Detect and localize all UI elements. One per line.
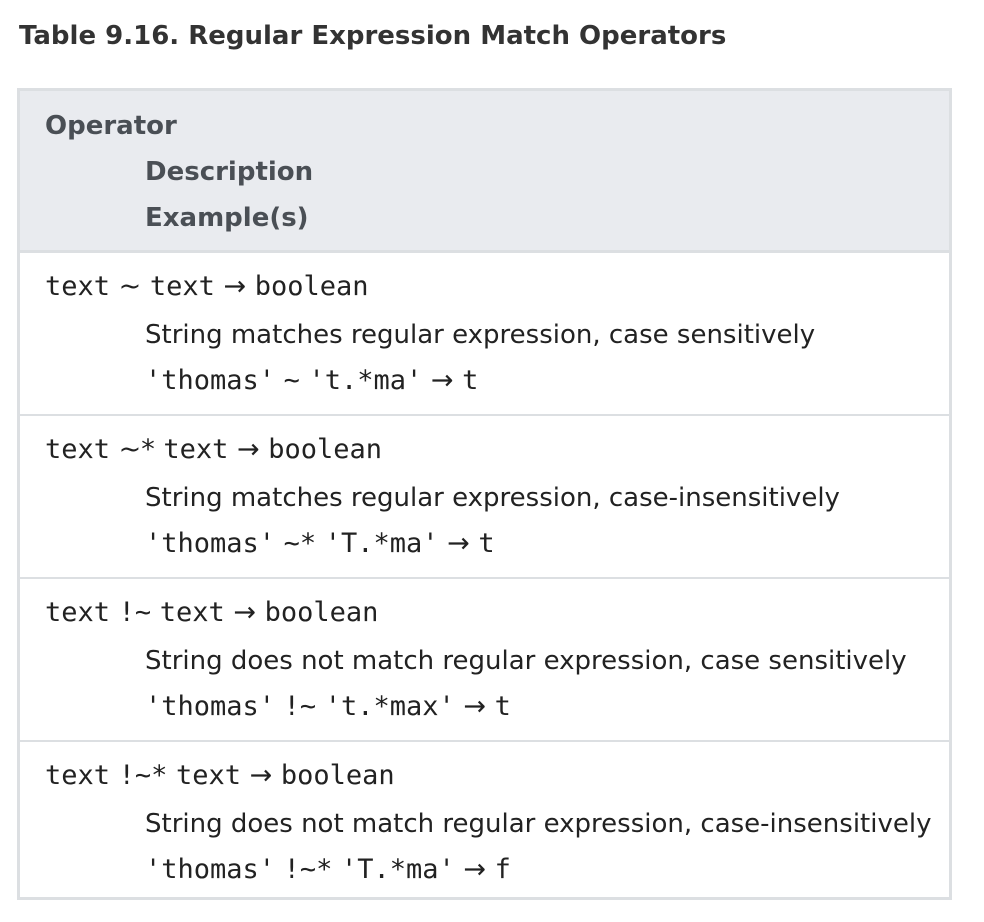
operator-description: String matches regular expression, case … — [145, 320, 816, 350]
sig-left-type: text — [45, 760, 111, 791]
sig-left-type: text — [45, 271, 111, 302]
sig-operator: !~* — [118, 760, 168, 791]
example-operator: ~ — [283, 365, 300, 396]
operator-signature: text !~* text → boolean — [45, 756, 395, 796]
sig-left-type: text — [45, 597, 111, 628]
operator-signature: text ~ text → boolean — [45, 267, 368, 307]
operators-table: Operator Description Example(s) text ~ t… — [17, 88, 952, 900]
table-header: Operator Description Example(s) — [20, 91, 949, 253]
example-result: t — [462, 365, 479, 396]
example-left: 'thomas' — [145, 528, 276, 559]
sig-result-type: boolean — [268, 434, 382, 465]
example-left: 'thomas' — [145, 365, 276, 396]
table-row: text !~* text → boolean String does not … — [20, 742, 949, 897]
example-left: 'thomas' — [145, 854, 276, 885]
example-arrow: → — [463, 691, 487, 722]
operator-example: 'thomas' ~* 'T.*ma' → t — [145, 524, 495, 564]
example-result: t — [494, 691, 511, 722]
sig-right-type: text — [163, 434, 229, 465]
header-description: Description — [145, 157, 314, 187]
sig-arrow: → — [249, 760, 273, 791]
example-result: t — [478, 528, 495, 559]
example-right: 'T.*ma' — [341, 854, 455, 885]
sig-arrow: → — [236, 434, 260, 465]
sig-operator: ~ — [118, 271, 142, 302]
example-operator: !~ — [283, 691, 317, 722]
operator-example: 'thomas' !~* 'T.*ma' → f — [145, 850, 511, 890]
example-arrow: → — [463, 854, 487, 885]
header-examples: Example(s) — [145, 203, 309, 233]
table-row: text !~ text → boolean String does not m… — [20, 579, 949, 742]
sig-right-type: text — [176, 760, 242, 791]
sig-result-type: boolean — [280, 760, 395, 791]
sig-right-type: text — [159, 597, 225, 628]
sig-operator: !~ — [118, 597, 152, 628]
operator-description: String matches regular expression, case-… — [145, 483, 840, 513]
example-arrow: → — [447, 528, 470, 559]
example-arrow: → — [430, 365, 454, 396]
example-right: 't.*max' — [324, 691, 455, 722]
operator-signature: text !~ text → boolean — [45, 593, 378, 633]
sig-operator: ~* — [118, 434, 155, 465]
operator-description: String does not match regular expression… — [145, 646, 907, 676]
example-result: f — [494, 854, 511, 885]
sig-left-type: text — [45, 434, 111, 465]
example-right: 't.*ma' — [308, 365, 423, 396]
header-operator: Operator — [45, 111, 177, 141]
sig-arrow: → — [223, 271, 247, 302]
operator-signature: text ~* text → boolean — [45, 430, 382, 470]
operator-example: 'thomas' ~ 't.*ma' → t — [145, 361, 478, 401]
sig-right-type: text — [149, 271, 215, 302]
sig-result-type: boolean — [264, 597, 379, 628]
operator-description: String does not match regular expression… — [145, 809, 932, 839]
sig-arrow: → — [233, 597, 256, 628]
example-left: 'thomas' — [145, 691, 276, 722]
table-row: text ~ text → boolean String matches reg… — [20, 253, 949, 416]
sig-result-type: boolean — [254, 271, 369, 302]
operator-example: 'thomas' !~ 't.*max' → t — [145, 687, 511, 727]
table-title: Table 9.16. Regular Expression Match Ope… — [19, 21, 727, 51]
example-operator: ~* — [283, 528, 317, 559]
table-row: text ~* text → boolean String matches re… — [20, 416, 949, 579]
example-right: 'T.*ma' — [324, 528, 439, 559]
example-operator: !~* — [283, 854, 333, 885]
